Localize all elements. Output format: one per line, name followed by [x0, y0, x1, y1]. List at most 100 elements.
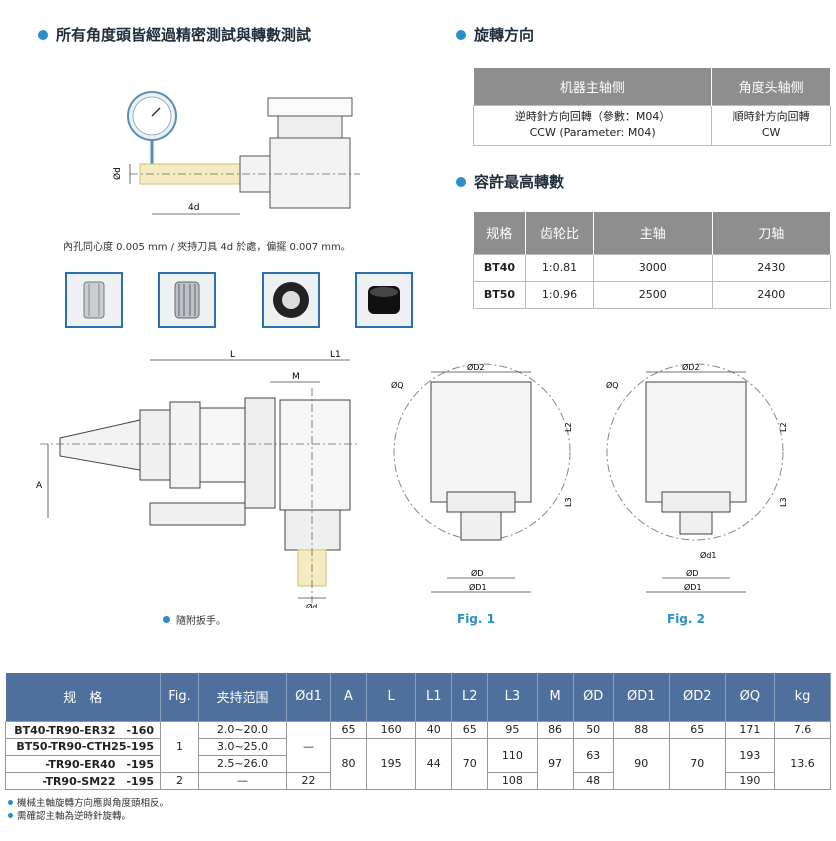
four-d-label: 4d — [188, 203, 199, 213]
cell: 86 — [536, 720, 574, 739]
range-cell: — — [198, 771, 287, 790]
header-Q: ØQ — [725, 673, 775, 721]
precision-test-diagram: Ød 4d — [112, 91, 360, 215]
rotation-title-text: 旋轉方向 — [474, 26, 535, 44]
cell: 2400 — [711, 280, 831, 309]
dim-phid-label: Ød — [306, 602, 317, 608]
cell: 65 — [451, 720, 489, 739]
cell: 65 — [330, 720, 367, 739]
cell: 108 — [487, 771, 538, 790]
head-direction-en: CW — [761, 126, 781, 139]
header-machine-spindle: 机器主轴侧 — [473, 68, 713, 105]
cell: 3000 — [593, 253, 713, 282]
fig2-d1-label: Ød1 — [700, 550, 716, 560]
d1-cell: 22 — [286, 771, 331, 790]
max-speed-table: 规格 齿轮比 主轴 刀轴 BT40 1:0.81 3000 2430 BT50 … — [473, 212, 831, 309]
bullet-icon — [38, 29, 48, 40]
cell: 1:0.81 — [525, 253, 594, 282]
dim-A-label: A — [36, 481, 43, 491]
cell: 95 — [487, 720, 538, 739]
nut-image-2 — [355, 272, 413, 328]
side-view-drawing: L L1 M A Ød — [36, 350, 360, 608]
cell: 13.6 — [773, 737, 832, 790]
range-cell: 2.5~26.0 — [198, 754, 287, 773]
header-D1: ØD1 — [613, 673, 670, 721]
fig2-Q-label: ØQ — [606, 380, 619, 390]
speed-section-title: 容許最高轉數 — [456, 171, 564, 192]
cell: 160 — [365, 720, 417, 739]
wrench-note-text: 隨附扳手。 — [176, 616, 226, 627]
header-range: 夹持范围 — [198, 673, 287, 721]
spec-table: 规 格 Fig. 夹持范围 Ød1 A L L1 L2 L3 M ØD ØD1 … — [5, 673, 832, 790]
cell: 97 — [536, 737, 574, 790]
table-row: -TR90-SM22 -195 2 — 22 108 48 190 — [5, 771, 831, 790]
rotation-section-title: 旋轉方向 — [456, 24, 534, 45]
footnote-text: 需確認主軸為逆時針旋轉。 — [17, 811, 132, 822]
header-fig: Fig. — [160, 673, 199, 721]
machine-direction-en: CCW (Parameter: M04) — [529, 126, 656, 139]
machine-direction-cn: 逆時針方向回轉（參數：M04） — [514, 110, 671, 123]
bullet-icon — [8, 812, 13, 818]
header-M: M — [537, 673, 574, 721]
cell: 70 — [451, 737, 489, 790]
header-L: L — [366, 673, 417, 721]
fig2-label: Fig. 2 — [667, 612, 705, 626]
header-A: A — [330, 673, 367, 721]
bullet-icon — [163, 616, 170, 623]
fig2-L2-label: L2 — [779, 422, 788, 432]
header-angle-head: 角度头轴侧 — [711, 68, 831, 105]
header-L1: L1 — [415, 673, 453, 721]
cell: 50 — [572, 720, 614, 739]
nut-image-1 — [262, 272, 320, 328]
footnote-text: 機械主軸旋轉方向應與角度頭相反。 — [17, 798, 170, 809]
table-row: BT40-TR90-ER32 -160 1 2.0~20.0 — 65 160 … — [5, 720, 832, 773]
machine-direction-cell: 逆時針方向回轉（參數：M04） CCW (Parameter: M04) — [472, 104, 713, 146]
table-row: BT40 1:0.81 3000 2430 — [473, 253, 831, 282]
cell: 195 — [365, 737, 417, 790]
header-spindle: 主轴 — [593, 212, 713, 254]
table-row: BT50 1:0.96 2500 2400 — [473, 280, 831, 309]
fig2-D-label: ØD — [686, 568, 698, 578]
cell: 63 — [572, 737, 614, 773]
header-d1: Ød1 — [286, 673, 331, 721]
cell: 190 — [724, 771, 775, 790]
fig1-label: Fig. 1 — [457, 612, 495, 626]
d1-cell: — — [286, 720, 331, 773]
header-gear-ratio: 齿轮比 — [525, 212, 594, 254]
precision-title-text: 所有角度頭皆經過精密測試與轉數測試 — [56, 26, 312, 44]
bullet-icon — [456, 176, 466, 187]
phi-d-label: Ød — [112, 167, 123, 180]
cell: 2430 — [711, 253, 831, 282]
head-direction-cell: 順時針方向回轉 CW — [711, 104, 831, 146]
cell: 7.6 — [773, 720, 832, 739]
cell: 48 — [572, 771, 614, 790]
fig1-D-label: ØD — [471, 568, 483, 578]
fig-cell: 2 — [160, 771, 199, 790]
fig2-D1-label: ØD1 — [684, 582, 702, 592]
fig1-L2-label: L2 — [564, 422, 573, 432]
header-tool-shaft: 刀轴 — [712, 212, 831, 254]
header-kg: kg — [774, 673, 832, 721]
fig1-L3-label: L3 — [564, 497, 573, 507]
dim-L-label: L — [230, 350, 235, 360]
cell: 70 — [668, 737, 726, 790]
model-cell: -TR90-ER40 -195 — [5, 754, 161, 773]
cell: 1:0.96 — [525, 280, 594, 309]
footnote-1: 機械主軸旋轉方向應與角度頭相反。 — [8, 795, 169, 809]
rotation-direction-table: 机器主轴侧 角度头轴侧 逆時針方向回轉（參數：M04） CCW (Paramet… — [472, 68, 831, 146]
cell: 171 — [724, 720, 775, 739]
cell: 110 — [487, 737, 538, 773]
header-D2: ØD2 — [669, 673, 726, 721]
cell: 40 — [415, 720, 453, 739]
bullet-icon — [456, 29, 466, 40]
bullet-icon — [8, 799, 13, 805]
model-cell: -TR90-SM22 -195 — [5, 771, 161, 790]
fig2-D2-label: ØD2 — [682, 362, 700, 372]
table-row: -TR90-ER40 -195 2.5~26.0 — [5, 754, 831, 773]
speed-title-text: 容許最高轉數 — [474, 173, 565, 191]
fig1-Q-label: ØQ — [391, 380, 404, 390]
cell: BT50 — [473, 280, 526, 309]
table-row: BT50-TR90-CTH25-195 3.0~25.0 80 195 44 7… — [5, 737, 832, 790]
cell: 90 — [612, 737, 670, 790]
range-cell: 2.0~20.0 — [198, 720, 287, 739]
